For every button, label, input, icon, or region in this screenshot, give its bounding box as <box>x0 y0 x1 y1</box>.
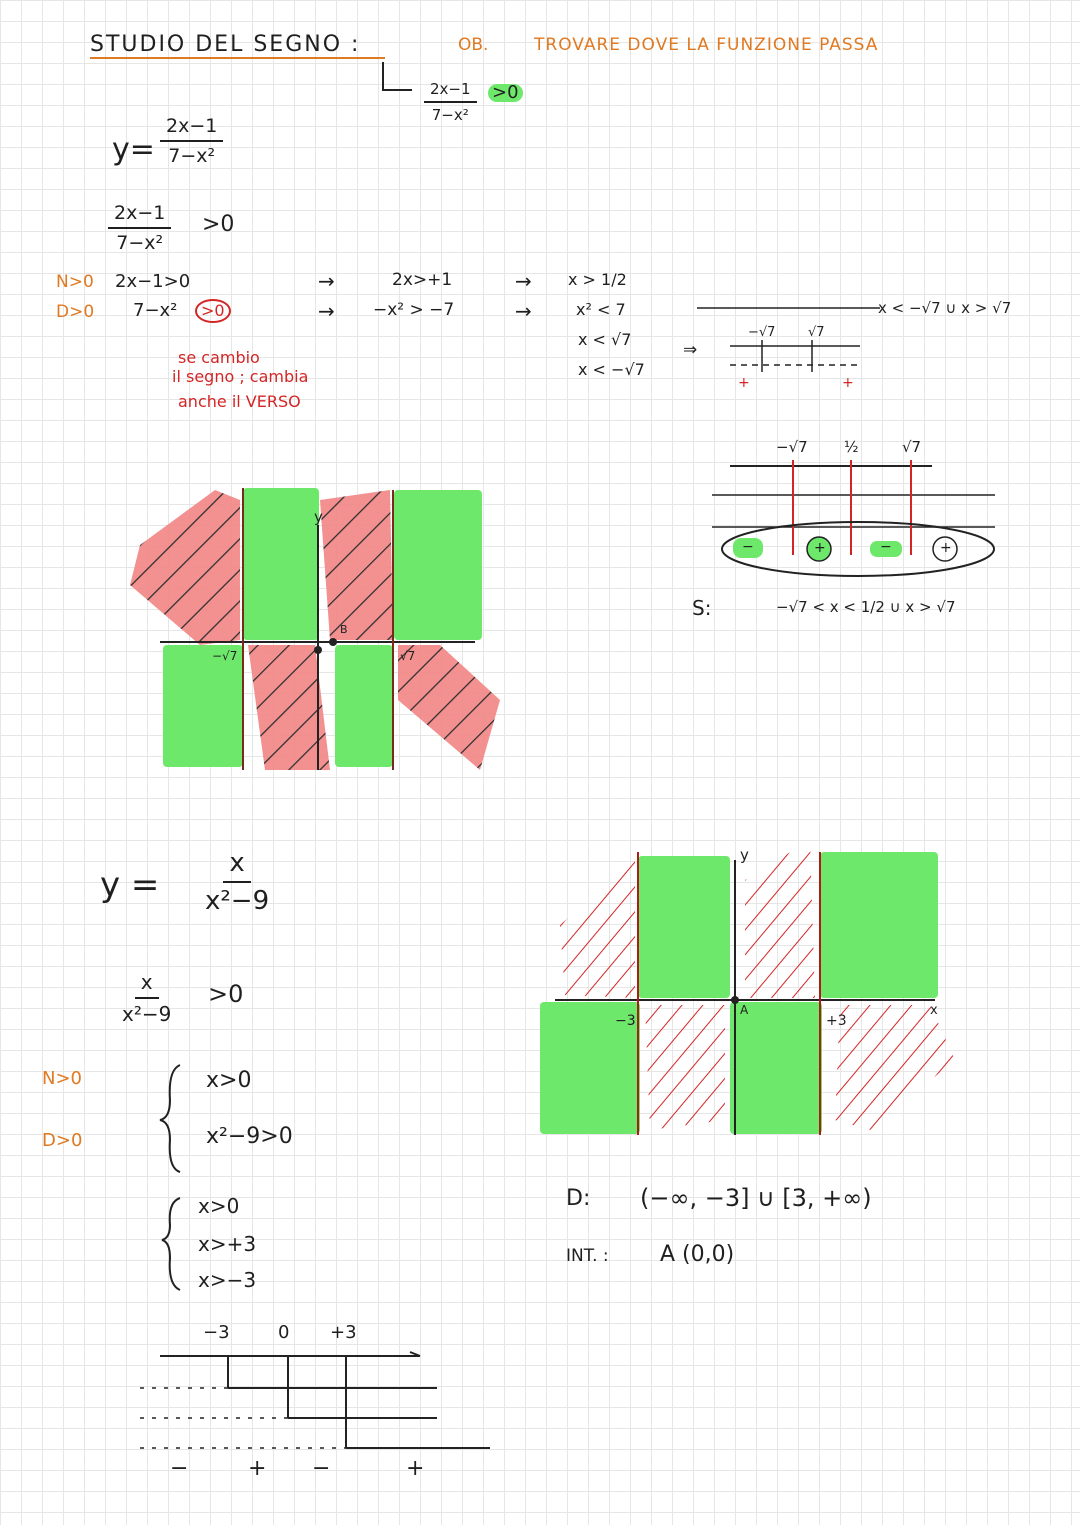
ex2-n-label: N>0 <box>42 1068 82 1089</box>
implies-arrow: ⇒ <box>683 340 698 360</box>
step-d2: x² < 7 <box>576 300 626 319</box>
step-n2: x > 1/2 <box>568 270 627 289</box>
sign-4: + <box>940 540 952 556</box>
graph1-y-axis-label: y <box>314 508 323 526</box>
graph-ex2 <box>540 840 955 1135</box>
ex1-result: x < −√7 ∪ x > √7 <box>878 299 1012 317</box>
sign-chart-ex2 <box>140 1351 490 1449</box>
graph2-pos-label: +3 <box>826 1013 847 1029</box>
sign-3: − <box>880 539 892 555</box>
brace-2 <box>161 1197 181 1291</box>
chart2-sign-4: + <box>406 1456 425 1481</box>
arrow-d1: → <box>318 299 335 323</box>
small-sign-chart <box>697 307 880 372</box>
intersection-label: INT. : <box>566 1246 609 1266</box>
header-cond-num: 2x−1 <box>424 80 477 103</box>
ob-text: TROVARE DOVE LA FUNZIONE PASSA <box>534 35 879 55</box>
step-n1: 2x>+1 <box>392 270 453 290</box>
chart2-sign-2: + <box>248 1456 267 1481</box>
header-cond-den: 7−x² <box>431 106 469 124</box>
chart2-tick-2: 0 <box>278 1322 290 1343</box>
ex2-ineq-den: x²−9 <box>122 1002 172 1026</box>
small-chart-plus-right: + <box>842 375 854 391</box>
sign-2: + <box>814 540 826 556</box>
chart2-sign-1: − <box>170 1456 189 1481</box>
ex2-d-label: D>0 <box>42 1130 83 1151</box>
sign-chart-ex1 <box>712 460 995 577</box>
ex2-y-label: y = <box>100 865 160 905</box>
small-chart-plus-left: + <box>738 375 750 391</box>
ex2-ineq-rel: >0 <box>208 980 244 1008</box>
graph2-y-axis-label: y <box>740 846 749 864</box>
solution-text: −√7 < x < 1/2 ∪ x > √7 <box>776 598 956 616</box>
title-arrow <box>382 62 412 91</box>
graph1-point-label: B <box>340 623 348 636</box>
ex2-inequality: x x²−9 <box>122 970 171 1026</box>
small-chart-pos: √7 <box>808 325 825 340</box>
small-chart-neg: −√7 <box>748 325 776 340</box>
arrow-n2: → <box>515 269 532 293</box>
chart2-sign-3: − <box>312 1456 331 1481</box>
sign-tick-2: ½ <box>844 438 859 456</box>
ex1-n-label: N>0 <box>56 272 94 292</box>
ex2-num: x <box>223 848 251 883</box>
ob-label: OB. <box>458 35 489 55</box>
graph1-pos-label: √7 <box>400 649 416 663</box>
intersection-value: A (0,0) <box>660 1242 735 1267</box>
sys1-line-2: x²−9>0 <box>206 1124 293 1149</box>
ex1-d-rel-circled: >0 <box>195 299 231 323</box>
ex1-inequality: 2x−1 7−x² <box>108 202 172 254</box>
ex1-den: 7−x² <box>168 145 216 167</box>
solution-label: S: <box>692 596 712 620</box>
note-line-1: se cambio <box>178 348 260 367</box>
graph2-point-label: A <box>740 1003 749 1017</box>
page-title: STUDIO DEL SEGNO : <box>90 32 361 57</box>
ex1-ineq-num: 2x−1 <box>108 202 172 229</box>
graph2-neg-label: −3 <box>615 1013 636 1029</box>
step-d4: x < −√7 <box>578 360 645 379</box>
chart2-tick-3: +3 <box>330 1322 357 1343</box>
sign-1: − <box>742 539 754 555</box>
domain-label: D: <box>566 1186 591 1211</box>
ex1-d-expr: 7−x² <box>133 300 178 321</box>
note-line-3: anche il VERSO <box>178 392 301 411</box>
step-d3: x < √7 <box>578 330 632 349</box>
note-line-2: il segno ; cambia <box>172 367 309 386</box>
step-d1: −x² > −7 <box>373 300 455 320</box>
ex1-y-label: y= <box>112 132 155 167</box>
ex1-n-expr: 2x−1>0 <box>115 271 191 292</box>
ex1-d-label: D>0 <box>56 302 95 322</box>
ex1-num: 2x−1 <box>160 115 224 142</box>
graph-ex1 <box>130 488 500 770</box>
chart2-tick-1: −3 <box>203 1322 230 1343</box>
sys2-line-2: x>+3 <box>198 1232 257 1256</box>
ex1-ineq-den: 7−x² <box>116 232 164 254</box>
ex2-ineq-num: x <box>134 970 159 999</box>
domain-value: (−∞, −3] ∪ [3, +∞) <box>640 1184 872 1212</box>
ex1-function: 2x−1 7−x² <box>160 115 224 167</box>
sys2-line-1: x>0 <box>198 1194 240 1218</box>
sys1-line-1: x>0 <box>206 1068 252 1093</box>
sign-tick-1: −√7 <box>776 438 808 456</box>
ex2-den: x²−9 <box>205 886 270 916</box>
arrow-n1: → <box>318 269 335 293</box>
graph2-x-axis-label: x <box>930 1003 938 1018</box>
header-condition-fraction: 2x−1 7−x² <box>424 80 477 124</box>
ex2-function: x x²−9 <box>205 848 269 916</box>
sys2-line-3: x>−3 <box>198 1268 257 1292</box>
graph1-neg-label: −√7 <box>212 649 238 663</box>
ex1-ineq-rel: >0 <box>202 212 235 237</box>
sign-tick-3: √7 <box>902 438 922 456</box>
arrow-d2: → <box>515 299 532 323</box>
brace-1 <box>159 1064 181 1173</box>
header-cond-rel: >0 <box>488 84 523 102</box>
